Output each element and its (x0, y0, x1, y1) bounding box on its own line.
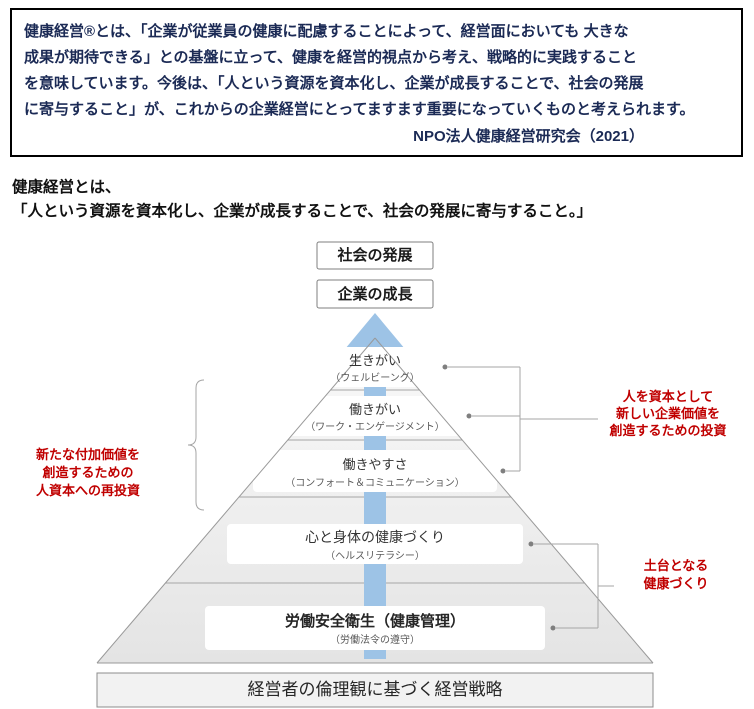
base-box (96, 672, 654, 708)
definition-attribution: NPO法人健康経営研究会（2021） (413, 128, 644, 145)
annotation-right-top-line-2: 新しい企業価値を (616, 406, 720, 421)
annotation-right-top-line-3: 創造するための投資 (608, 423, 726, 438)
annotation-right-bottom-line-1: 土台となる (644, 558, 709, 573)
definition-line-3: を意味しています。今後は、「人という資源を資本化し、企業が成長することで、社会の… (24, 75, 644, 92)
annotation-right-top-line-1: 人を資本として (623, 389, 714, 404)
level-title-5: 労働安全衛生（健康管理） (285, 612, 465, 630)
statement-line-2: 「人という資源を資本化し、企業が成長することで、社会の発展に寄与すること。」 (12, 203, 593, 220)
level-title-4: 心と身体の健康づくり (305, 529, 445, 545)
level-box-1 (313, 347, 437, 387)
level-box-2 (288, 396, 462, 436)
society-development-label: 社会の発展 (336, 246, 412, 264)
annotation-left-line-1: 新たな付加価値を (36, 447, 140, 462)
company-growth-box (316, 279, 434, 309)
company-growth-label: 企業の成長 (336, 285, 413, 303)
annotation-left-line-3: 人資本への再投資 (36, 483, 140, 498)
leader-dot-3 (500, 468, 506, 474)
pyramid-diagram: 生きがい （ウェルビーング） 働きがい （ワーク・エンゲージメント） 働きやすさ… (36, 241, 727, 708)
level-subtitle-4: （ヘルスリテラシー） (325, 550, 425, 562)
definition-line-4: に寄与すること」が、これからの企業経営にとってますます重要になっていくものと考え… (24, 101, 695, 118)
level-subtitle-5: （労働法令の遵守） (330, 633, 420, 646)
leader-dot-1 (442, 364, 448, 370)
leader-dot-4 (528, 541, 534, 547)
leader-dot-5 (550, 625, 556, 631)
annotation-right-bottom-line-2: 健康づくり (643, 576, 708, 591)
level-box-5 (205, 606, 545, 650)
bracket-left (187, 379, 205, 511)
level-subtitle-2: （ワーク・エンゲージメント） (305, 421, 445, 433)
level-title-3: 働きやすさ (342, 457, 407, 472)
definition-line-1: 健康経営®とは、「企業が従業員の健康に配慮することによって、経営面においても 大… (24, 23, 629, 40)
pyramid-edge-right (374, 337, 654, 664)
level-title-1: 生きがい (349, 353, 401, 368)
level-title-2: 働きがい (349, 402, 401, 417)
definition-box: 健康経営®とは、「企業が従業員の健康に配慮することによって、経営面においても 大… (10, 8, 743, 157)
base-box-label: 経営者の倫理観に基づく経営戦略 (248, 680, 503, 699)
pyramid-edge-left (96, 337, 376, 664)
society-development-box (316, 241, 434, 270)
level-subtitle-3: （コンフォート＆コミュニケーション） (285, 477, 465, 489)
level-box-3 (253, 450, 497, 492)
leader-dot-2 (466, 413, 472, 419)
level-box-4 (227, 524, 523, 564)
definition-line-2: 成果が期待できる」との基盤に立って、健康を経営的視点から考え、戦略的に実践するこ… (24, 49, 638, 66)
statement: 健康経営とは、 「人という資源を資本化し、企業が成長することで、社会の発展に寄与… (12, 176, 592, 224)
annotation-left-line-2: 創造するための (41, 465, 133, 480)
level-subtitle-1: （ウェルビーング） (330, 371, 420, 384)
statement-line-1: 健康経営とは、 (12, 179, 121, 196)
